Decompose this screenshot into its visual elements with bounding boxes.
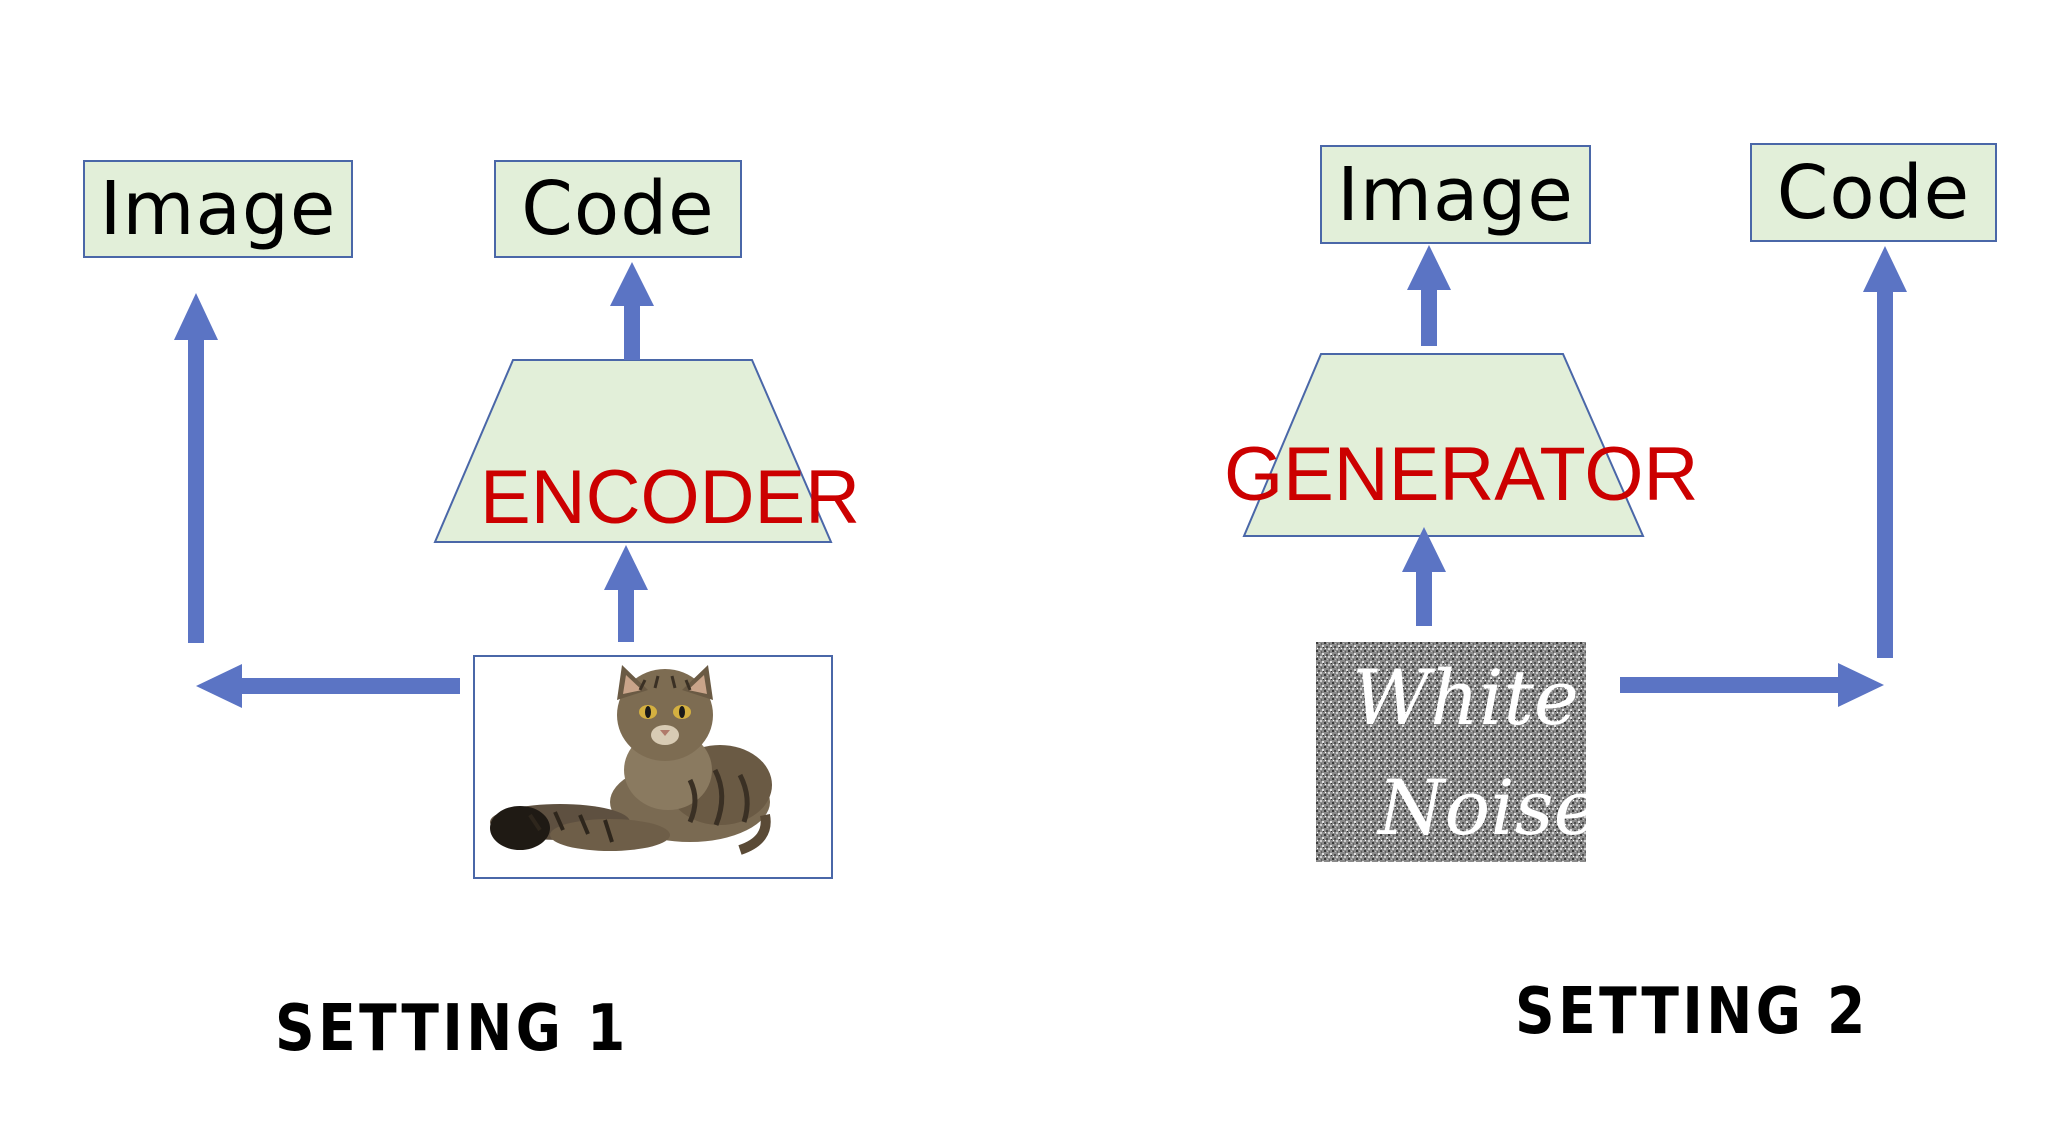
setting1-image-box: Image <box>83 160 353 258</box>
noise-word-noise: Noise <box>1378 763 1599 852</box>
setting2-code-box: Code <box>1750 143 1997 242</box>
setting1-code-box: Code <box>494 160 742 258</box>
setting2-image-box: Image <box>1320 145 1591 244</box>
setting2-caption: SETTING 2 <box>1515 975 1869 1049</box>
setting2-image-label: Image <box>1337 151 1574 238</box>
arrow-cat-to-encoder <box>604 545 648 642</box>
encoder-label: ENCODER <box>480 455 861 540</box>
generator-label: GENERATOR <box>1224 432 1699 517</box>
arrow-noise-to-right <box>1620 663 1884 707</box>
arrow-cat-to-left <box>196 664 460 708</box>
arrow-left-to-image <box>174 293 218 643</box>
encoder-trapezoid <box>433 359 833 543</box>
setting1-image-label: Image <box>99 166 337 252</box>
arrow-generator-to-image <box>1407 245 1451 346</box>
noise-word-white: White <box>1352 653 1579 742</box>
generator-trapezoid <box>1242 353 1645 537</box>
setting2-code-label: Code <box>1776 149 1971 236</box>
setting1-input-frame <box>473 655 833 879</box>
arrow-right-to-code <box>1863 246 1907 658</box>
arrow-encoder-to-code <box>610 262 654 360</box>
white-noise-image <box>1316 642 1586 862</box>
setting1-caption: SETTING 1 <box>275 992 629 1066</box>
arrow-noise-to-generator <box>1402 527 1446 626</box>
tabby-cat-photo <box>490 665 772 855</box>
setting1-code-label: Code <box>521 166 715 252</box>
